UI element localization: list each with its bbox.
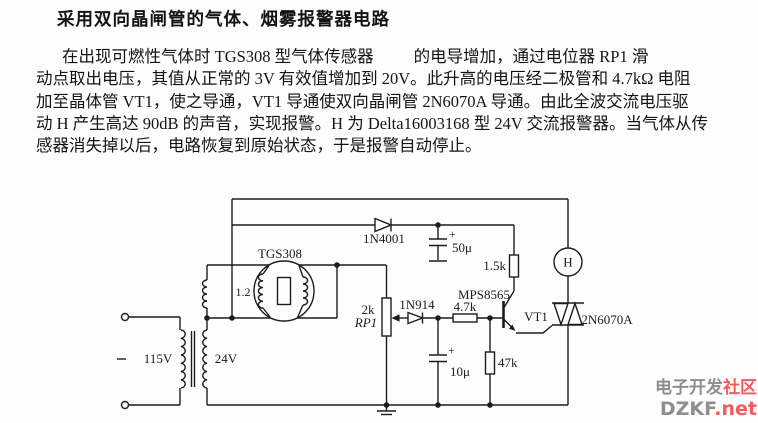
heater-voltage-label: 1.2 — [236, 285, 251, 299]
cap2-label: 10μ — [450, 364, 470, 379]
transistor-ref-label: VT1 — [524, 309, 548, 324]
schematic-labels: TGS308 1.2 1N4001 + 50μ 1.5k MPS8565 1N9… — [144, 227, 633, 379]
gas-sensor-symbol — [253, 260, 315, 322]
resistor1-label: 1.5k — [483, 258, 506, 273]
watermark-text: 社区 — [723, 378, 757, 398]
watermark-site-name: 电子开发社区 — [655, 378, 757, 399]
sensor-label: TGS308 — [258, 246, 302, 261]
sensor-element-coil — [302, 276, 309, 306]
sensor-heater-coil — [257, 273, 264, 309]
transformer-symbol — [117, 279, 208, 410]
body-paragraph: 在出现可燃性气体时 TGS308 型气体传感器 的电导增加，通过电位器 RP1 滑… — [36, 46, 736, 157]
secondary-winding — [202, 329, 208, 389]
resistor3-label: 47k — [498, 355, 518, 370]
diode-1n914-symbol — [391, 311, 425, 325]
triac-type-label: 2N6070A — [581, 312, 633, 327]
ground-symbol — [377, 405, 396, 416]
diode-1n4001-symbol — [374, 217, 393, 233]
paragraph-line: 感器消失掉以后，电路恢复到原始状态，于是报警自动停止。 — [36, 136, 482, 156]
wiper-arrow — [391, 314, 400, 322]
watermark-text: 电子开发 — [655, 378, 723, 398]
site-watermark: 电子开发社区 DZKF.net — [655, 378, 757, 420]
diode2-label: 1N914 — [399, 297, 435, 312]
primary-voltage-label: 115V — [144, 351, 173, 366]
paragraph-line: 动点取出电压，其值从正常的 3V 有效值增加到 20V。此升高的电压经二极管和 … — [36, 69, 691, 89]
potentiometer-symbol — [381, 297, 392, 337]
transformer-core — [190, 331, 196, 387]
resistor-1k5-symbol — [508, 254, 520, 278]
cap2-polarity: + — [448, 343, 455, 357]
page-title: 采用双向晶闸管的气体、烟雾报警器电路 — [57, 9, 390, 29]
resistor-4k7-symbol — [452, 313, 478, 323]
resistor2-label: 4.7k — [454, 299, 477, 314]
alarm-ref-label: H — [563, 255, 572, 270]
diode1-label: 1N4001 — [363, 231, 405, 246]
sensor-body — [276, 276, 292, 306]
transistor-type-label: MPS8565 — [458, 287, 510, 302]
watermark-text: .net — [714, 398, 757, 420]
transistor-symbol — [502, 290, 516, 331]
paragraph-text: 的电导增加，通过电位器 RP1 滑 — [413, 47, 649, 66]
delay-capacitor-symbol — [429, 354, 447, 363]
paragraph-text: 在出现可燃性气体时 TGS308 型气体传感器 — [62, 47, 374, 66]
cap1-polarity: + — [449, 227, 456, 241]
alarm-horn-symbol — [553, 247, 583, 277]
secondary-voltage-label: 24V — [215, 351, 238, 366]
junction-dots — [204, 222, 493, 408]
primary-winding — [180, 329, 186, 389]
watermark-domain: DZKF.net — [655, 399, 757, 420]
heater-winding — [201, 279, 208, 309]
pot-value-label: 2k — [362, 302, 376, 317]
filter-capacitor-symbol — [429, 238, 447, 262]
cap1-label: 50μ — [452, 240, 472, 255]
watermark-text: DZKF — [659, 398, 715, 420]
pot-ref-label: RP1 — [354, 315, 377, 330]
resistor-47k-symbol — [484, 351, 496, 375]
paragraph-line: 动 H 产生高达 90dB 的声音，实现报警。H 为 Delta16003168… — [36, 113, 709, 133]
terminal-circle — [120, 400, 130, 410]
paragraph-line: 在出现可燃性气体时 TGS308 型气体传感器 的电导增加，通过电位器 RP1 滑 — [36, 46, 736, 68]
paragraph-line: 加至晶体管 VT1，使之导通，VT1 导通使双向晶闸管 2N6070A 导通。由… — [36, 91, 689, 111]
terminal-circle — [120, 312, 130, 322]
wire-network — [129, 198, 569, 406]
triac-symbol — [552, 301, 584, 327]
